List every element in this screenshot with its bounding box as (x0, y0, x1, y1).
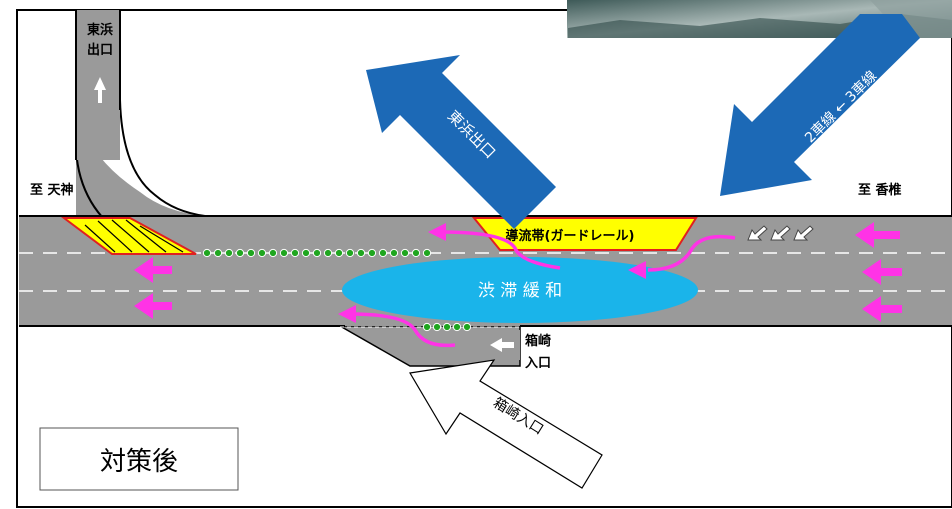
bollard (202, 248, 212, 258)
bollard (279, 248, 289, 258)
bollard (356, 248, 366, 258)
bollard (224, 248, 234, 258)
entrance-left-arrow (490, 338, 514, 352)
bollard (400, 248, 410, 258)
exit-gore-zone (61, 217, 197, 255)
bollard (378, 248, 388, 258)
bollard (442, 322, 452, 332)
bollard (235, 248, 245, 258)
bollard (312, 248, 322, 258)
exit-up-arrow (94, 77, 106, 103)
flow-arrow-left-1 (134, 257, 172, 283)
entrance-name-line2: 入口 (525, 356, 551, 371)
merge-curve-top (647, 234, 736, 272)
flow-arrow-left-2 (134, 293, 172, 319)
bollard (432, 322, 442, 332)
merge-curve-buffer (439, 230, 561, 270)
bollard (422, 248, 432, 258)
flow-arrow-right-1 (855, 222, 900, 248)
lane-reduction-arrows (747, 225, 814, 241)
bollard (246, 248, 256, 258)
bollard (462, 322, 472, 332)
direction-kashii: 至 香椎 (858, 182, 902, 198)
bollard (422, 322, 432, 332)
bollard (301, 248, 311, 258)
merge-curve-entrance (349, 312, 456, 348)
merge-arrow-heads (338, 223, 646, 323)
flow-arrow-right-3 (862, 296, 902, 322)
buffer-zone-label: 導流帯(ガードレール) (506, 228, 635, 244)
bollard (213, 248, 223, 258)
bollard (323, 248, 333, 258)
flow-arrows-left (134, 257, 172, 319)
bollard (452, 322, 462, 332)
bollard (268, 248, 278, 258)
after-measures-box (39, 427, 239, 491)
bollards-lower (422, 322, 472, 332)
after-measures-label: 対策後 (100, 447, 178, 477)
bollards-upper (202, 248, 432, 258)
direction-tenjin: 至 天神 (30, 182, 74, 198)
bollard (334, 248, 344, 258)
bollard (257, 248, 267, 258)
merge-arrows (349, 230, 736, 348)
congestion-relief-label: 渋 滞 緩 和 (478, 281, 562, 301)
flow-arrows-right (855, 222, 902, 322)
flow-arrow-right-2 (862, 259, 902, 285)
entrance-name-line1: 箱崎 (525, 333, 551, 349)
bollard (411, 248, 421, 258)
bollard (367, 248, 377, 258)
bollard (345, 248, 355, 258)
bollard (389, 248, 399, 258)
bollard (290, 248, 300, 258)
buffer-zone (471, 217, 698, 251)
exit-name-line2: 出口 (87, 42, 113, 58)
congestion-relief-ellipse (342, 257, 698, 323)
exit-name-line1: 東浜 (87, 22, 113, 38)
